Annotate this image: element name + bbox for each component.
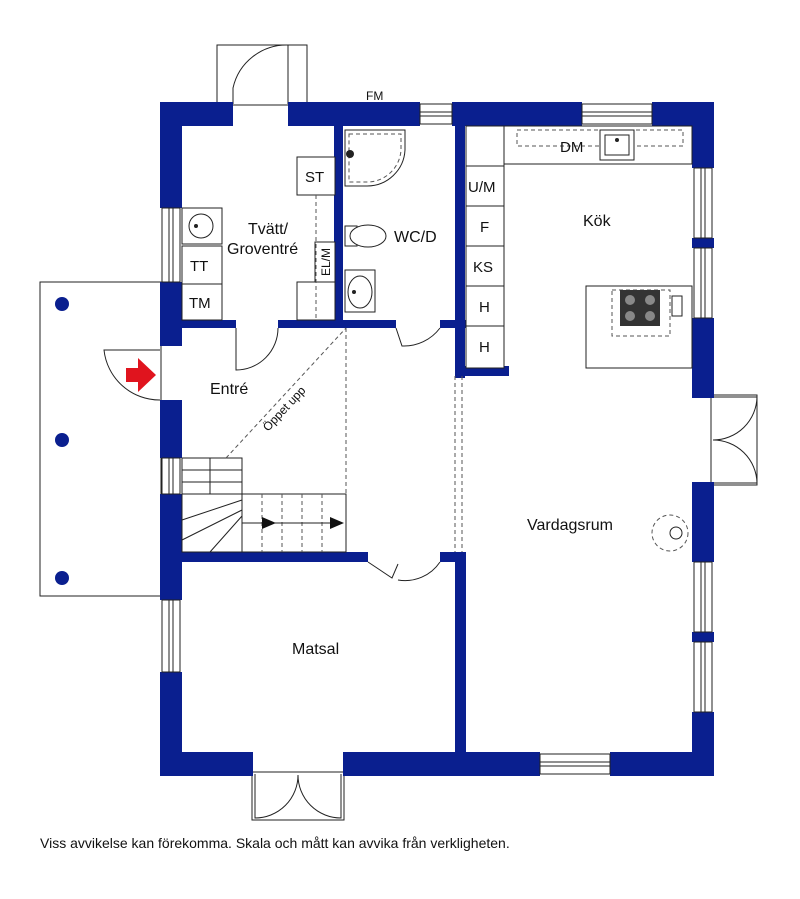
room-label-kok: Kök (583, 213, 612, 230)
sink-fixture (181, 207, 223, 245)
room-label-matsal: Matsal (292, 641, 339, 658)
fm-label: FM (366, 89, 383, 103)
fixture-label-elm: EL/M (319, 248, 333, 276)
walls (160, 102, 714, 776)
room-label-groventre: Groventré (227, 241, 298, 258)
tm-fixture (181, 283, 223, 321)
interior-doors (235, 327, 441, 582)
dining-exterior-door (251, 771, 345, 821)
wc-sink (344, 269, 376, 313)
room-label-vardagsrum: Vardagsrum (527, 517, 613, 534)
fixture-label-dm: DM (560, 139, 583, 156)
laundry-fixtures (181, 156, 336, 321)
entry-arrow-icon (126, 358, 156, 392)
fixture-label-h2: H (479, 339, 490, 356)
stair-arrow-icon (330, 517, 344, 529)
disclaimer-text: Viss avvikelse kan förekomma. Skala och … (40, 835, 510, 851)
porch-post (55, 297, 69, 311)
porch-post (55, 433, 69, 447)
cooktop-icon (620, 290, 660, 326)
staircase (181, 327, 463, 553)
fixture-label-um: U/M (468, 179, 496, 196)
living-exterior-door (710, 394, 758, 486)
toilet-bowl (349, 224, 387, 248)
room-label-entre: Entré (210, 381, 248, 398)
st-fixture (296, 156, 336, 196)
fixture-label-f: F (480, 219, 489, 236)
main-entry-door (103, 349, 161, 401)
stair-arrow-icon (262, 517, 276, 529)
room-label-wc: WC/D (394, 229, 437, 246)
laundry-exterior-door (216, 44, 308, 106)
fixture-label-tt: TT (190, 258, 208, 275)
drain-icon (194, 224, 198, 228)
kitchen-fixtures (465, 125, 693, 369)
fixture-label-ks: KS (473, 259, 493, 276)
windows (161, 103, 713, 775)
fixture-label-tm: TM (189, 295, 211, 312)
wc-fixtures (344, 129, 406, 313)
fireplace (651, 514, 689, 552)
stair-note: Öppet upp (260, 383, 309, 434)
porch (39, 281, 162, 597)
fixture-label-st: ST (305, 169, 324, 186)
porch-post (55, 571, 69, 585)
fixture-label-h1: H (479, 299, 490, 316)
tt-fixture (181, 245, 223, 285)
room-label-tvatt: Tvätt/ (248, 221, 289, 238)
